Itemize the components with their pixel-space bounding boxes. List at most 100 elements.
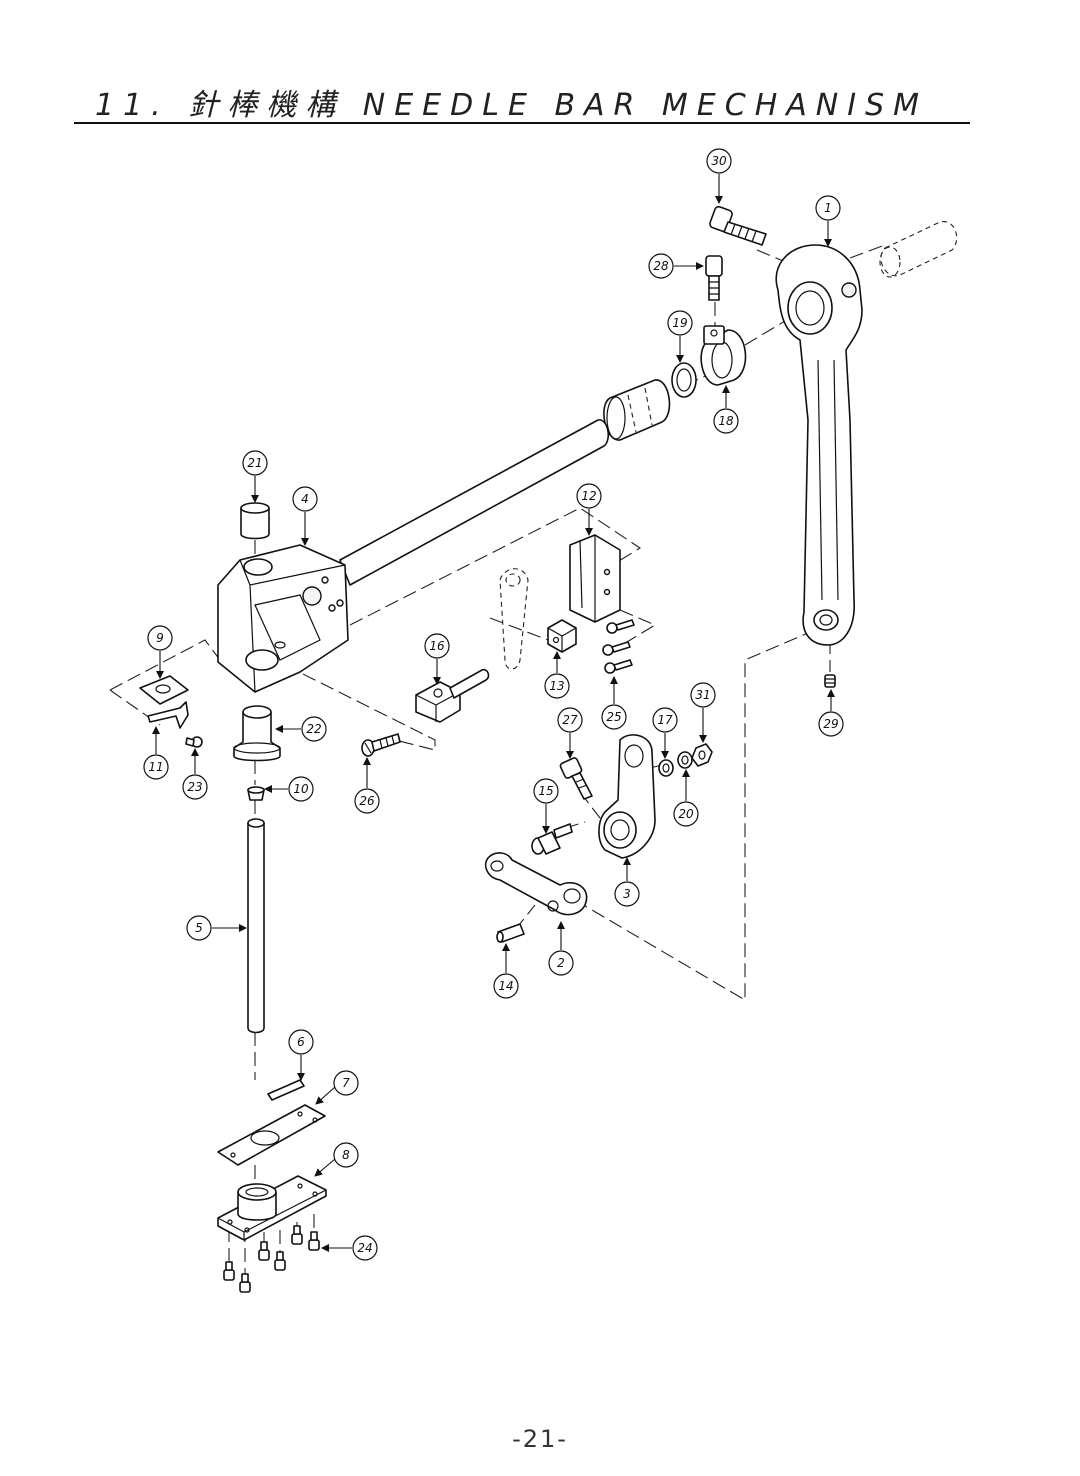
part-3-lever bbox=[598, 734, 656, 859]
svg-text:28: 28 bbox=[653, 259, 669, 273]
svg-text:10: 10 bbox=[293, 782, 309, 796]
callout-4: 4 bbox=[292, 486, 318, 512]
part-8-plate bbox=[217, 1175, 327, 1241]
svg-text:8: 8 bbox=[342, 1148, 350, 1162]
callout-arrows bbox=[152, 174, 835, 1252]
svg-text:6: 6 bbox=[297, 1035, 305, 1049]
svg-text:17: 17 bbox=[657, 713, 673, 727]
part-31-nut bbox=[691, 743, 713, 767]
svg-text:9: 9 bbox=[156, 631, 164, 645]
svg-text:18: 18 bbox=[718, 414, 734, 428]
svg-text:27: 27 bbox=[562, 713, 578, 727]
part-22-bushing bbox=[233, 705, 281, 762]
svg-text:15: 15 bbox=[538, 784, 553, 798]
callout-29: 29 bbox=[818, 711, 844, 737]
svg-text:20: 20 bbox=[678, 807, 694, 821]
callout-27: 27 bbox=[557, 707, 583, 733]
part-12-guide bbox=[569, 534, 621, 623]
callout-11: 11 bbox=[143, 754, 169, 780]
svg-text:13: 13 bbox=[549, 679, 564, 693]
part-16-clamp bbox=[415, 668, 490, 723]
svg-text:16: 16 bbox=[429, 639, 445, 653]
svg-text:23: 23 bbox=[187, 780, 202, 794]
part-4-frame-and-shaft bbox=[217, 419, 610, 693]
callout-7: 7 bbox=[333, 1070, 359, 1096]
svg-text:2: 2 bbox=[557, 956, 565, 970]
callout-24: 24 bbox=[352, 1235, 378, 1261]
callout-23: 23 bbox=[182, 774, 208, 800]
assembly-leader-lines bbox=[109, 244, 886, 1280]
part-18-collar bbox=[700, 325, 747, 386]
svg-text:11: 11 bbox=[148, 760, 163, 774]
svg-text:24: 24 bbox=[357, 1241, 372, 1255]
svg-text:30: 30 bbox=[711, 154, 727, 168]
part-28-cap-screw bbox=[705, 255, 723, 301]
callout-19: 19 bbox=[667, 310, 693, 336]
part-13-block bbox=[547, 619, 577, 653]
part-30-bolt bbox=[709, 205, 767, 246]
part-24-screws bbox=[223, 1225, 320, 1293]
part-25-screws bbox=[602, 619, 635, 674]
part-27-screw bbox=[559, 757, 593, 800]
callout-5: 5 bbox=[186, 915, 212, 941]
callout-20: 20 bbox=[673, 801, 699, 827]
svg-text:3: 3 bbox=[623, 887, 631, 901]
svg-text:29: 29 bbox=[823, 717, 838, 731]
callout-1: 1 bbox=[815, 195, 841, 221]
part-9-plate bbox=[139, 675, 189, 705]
callout-28: 28 bbox=[648, 253, 674, 279]
part-20-lock-washer bbox=[677, 751, 693, 769]
svg-text:26: 26 bbox=[359, 794, 375, 808]
part-5-needle-bar bbox=[247, 818, 265, 1034]
part-17-washer bbox=[658, 759, 674, 777]
part-15-stud bbox=[531, 823, 573, 855]
part-1-crank-arm bbox=[775, 244, 863, 646]
callout-26: 26 bbox=[354, 788, 380, 814]
callout-25: 25 bbox=[601, 704, 627, 730]
part-29-set-screw bbox=[824, 674, 836, 688]
svg-text:4: 4 bbox=[301, 492, 309, 506]
part-10-cap bbox=[247, 786, 265, 801]
callout-6: 6 bbox=[288, 1029, 314, 1055]
callout-13: 13 bbox=[544, 673, 570, 699]
part-19-washer bbox=[671, 362, 697, 398]
svg-text:31: 31 bbox=[695, 688, 710, 702]
part-7-gasket bbox=[217, 1104, 326, 1166]
callout-10: 10 bbox=[288, 776, 314, 802]
callout-15: 15 bbox=[533, 778, 559, 804]
callout-2: 2 bbox=[548, 950, 574, 976]
page-title: 11. 針棒機構 NEEDLE BAR MECHANISM bbox=[95, 88, 929, 123]
svg-text:25: 25 bbox=[606, 710, 621, 724]
svg-text:14: 14 bbox=[498, 979, 513, 993]
title-rule bbox=[74, 122, 970, 124]
callout-21: 21 bbox=[242, 450, 268, 476]
callout-31: 31 bbox=[690, 682, 716, 708]
callout-12: 12 bbox=[576, 483, 602, 509]
callout-8: 8 bbox=[333, 1142, 359, 1168]
part-23-screw bbox=[185, 736, 203, 748]
ghost-link bbox=[499, 568, 529, 670]
svg-text:1: 1 bbox=[824, 201, 832, 215]
svg-text:12: 12 bbox=[581, 489, 596, 503]
callout-9: 9 bbox=[147, 625, 173, 651]
svg-text:21: 21 bbox=[247, 456, 262, 470]
shaft-bushing bbox=[603, 379, 671, 441]
callout-22: 22 bbox=[301, 716, 327, 742]
svg-text:7: 7 bbox=[342, 1076, 350, 1090]
part-2-link bbox=[484, 852, 588, 916]
callout-14: 14 bbox=[493, 973, 519, 999]
page-number: -21- bbox=[512, 1425, 568, 1453]
part-26-screw bbox=[361, 733, 401, 757]
svg-text:19: 19 bbox=[672, 316, 687, 330]
ghost-bushing-top-right bbox=[879, 221, 958, 278]
callout-17: 17 bbox=[652, 707, 678, 733]
callout-18: 18 bbox=[713, 408, 739, 434]
part-6-key bbox=[267, 1079, 305, 1101]
svg-text:22: 22 bbox=[306, 722, 321, 736]
svg-text:5: 5 bbox=[195, 921, 203, 935]
part-14-pin bbox=[496, 923, 525, 943]
callout-30: 30 bbox=[706, 148, 732, 174]
callout-3: 3 bbox=[614, 881, 640, 907]
part-11-guide bbox=[147, 701, 189, 729]
